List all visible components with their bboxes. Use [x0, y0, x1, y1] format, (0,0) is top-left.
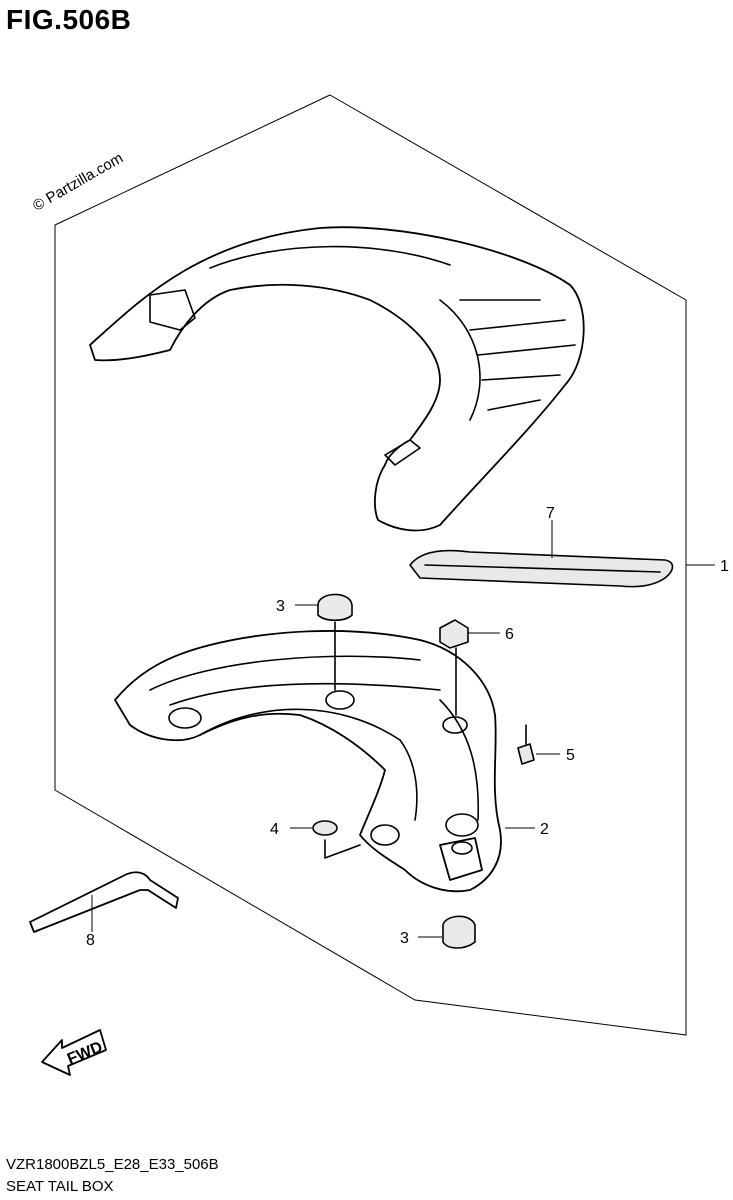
- hex-key: [29, 871, 179, 933]
- bracket: [114, 630, 502, 893]
- fwd-arrow-icon: FWD: [41, 1029, 107, 1076]
- figure-title: FIG.506B: [6, 4, 132, 35]
- callout-5: 5: [566, 747, 575, 764]
- callout-4: 4: [270, 821, 279, 838]
- callout-3-top: 3: [276, 598, 285, 615]
- assembly-outline: [54, 94, 687, 1036]
- seat-tail-cover: [89, 226, 585, 532]
- washer: [312, 820, 361, 859]
- callout-6: 6: [505, 626, 514, 643]
- figure-caption: SEAT TAIL BOX: [6, 1178, 114, 1195]
- bolt: [517, 724, 535, 765]
- model-code: VZR1800BZL5_E28_E33_506B: [6, 1156, 219, 1173]
- callout-7: 7: [546, 505, 555, 522]
- grommet-bottom: [442, 915, 476, 949]
- callout-2: 2: [540, 821, 549, 838]
- clip-nut: [439, 619, 469, 716]
- callout-8: 8: [86, 932, 95, 949]
- grommet-top: [317, 593, 353, 691]
- callout-3-bottom: 3: [400, 930, 409, 947]
- callout-1: 1: [720, 558, 729, 575]
